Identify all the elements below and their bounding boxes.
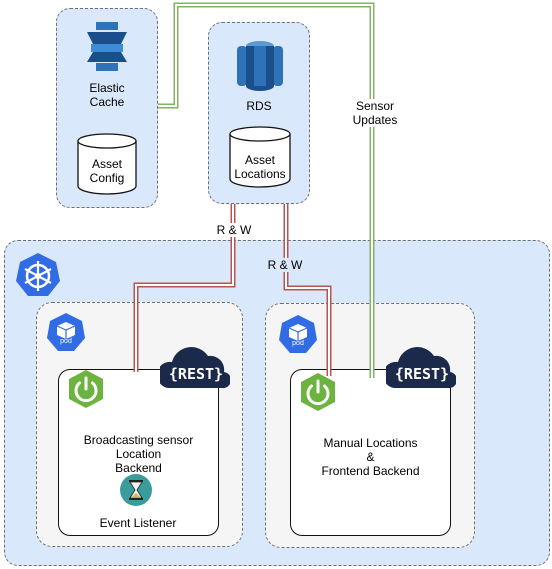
- rest-api-right-icon: [386, 347, 456, 389]
- rest-api-left-icon: [160, 347, 230, 389]
- elastic-cache-label-line1: Elastic: [89, 81, 125, 95]
- rw-right-connector: [283, 204, 332, 376]
- event-listener-label: Event Listener: [99, 516, 177, 530]
- asset-locations-label: Asset Locations: [226, 153, 294, 181]
- asset-config-line2: Config: [89, 171, 125, 185]
- asset-locations-store: [229, 126, 291, 188]
- kubernetes-icon: [16, 253, 60, 296]
- rest-api-left-label: {REST}: [168, 365, 224, 383]
- pod-left-label: pod: [60, 338, 72, 345]
- broadcasting-title-line1: Broadcasting sensor: [83, 433, 194, 447]
- sensor-updates-label: Sensor Updates: [340, 99, 410, 127]
- pod-left-icon: [47, 313, 85, 351]
- pod-right-icon: [279, 315, 317, 353]
- sensor-updates-line1: Sensor: [355, 99, 395, 113]
- rest-api-right-label: {REST}: [394, 365, 450, 383]
- hourglass-icon: [120, 474, 152, 506]
- sensor-updates-connector: [158, 2, 375, 378]
- broadcasting-title-line3: Backend: [115, 461, 162, 475]
- manual-locations-title-line3: Frontend Backend: [321, 464, 420, 478]
- rds-icon: [237, 41, 283, 91]
- rw-left-connector: [133, 204, 236, 372]
- sensor-updates-line2: Updates: [352, 113, 398, 127]
- elastic-cache-label-line2: Cache: [89, 95, 125, 109]
- spring-boot-right-icon: [301, 373, 335, 411]
- broadcasting-title-line2: Location: [115, 447, 162, 461]
- spring-boot-left-icon: [69, 370, 103, 408]
- elastic-cache-label: Elastic Cache: [66, 81, 148, 109]
- elastic-cache-icon: [87, 22, 127, 71]
- asset-locations-line2: Locations: [234, 167, 286, 181]
- asset-config-store: [77, 133, 137, 195]
- pod-right-label: pod: [292, 340, 304, 347]
- asset-locations-line1: Asset: [244, 153, 275, 167]
- rw-right-label: R & W: [265, 258, 305, 272]
- manual-locations-service-title: Manual Locations & Frontend Backend: [298, 436, 443, 478]
- rds-label: RDS: [246, 99, 272, 113]
- asset-config-label: Asset Config: [77, 157, 137, 185]
- rw-left-label: R & W: [214, 223, 254, 237]
- broadcasting-service-title: Broadcasting sensor Location Backend: [66, 433, 211, 475]
- manual-locations-title-line1: Manual Locations: [323, 436, 418, 450]
- asset-config-line1: Asset: [91, 157, 122, 171]
- manual-locations-title-line2: &: [366, 450, 375, 464]
